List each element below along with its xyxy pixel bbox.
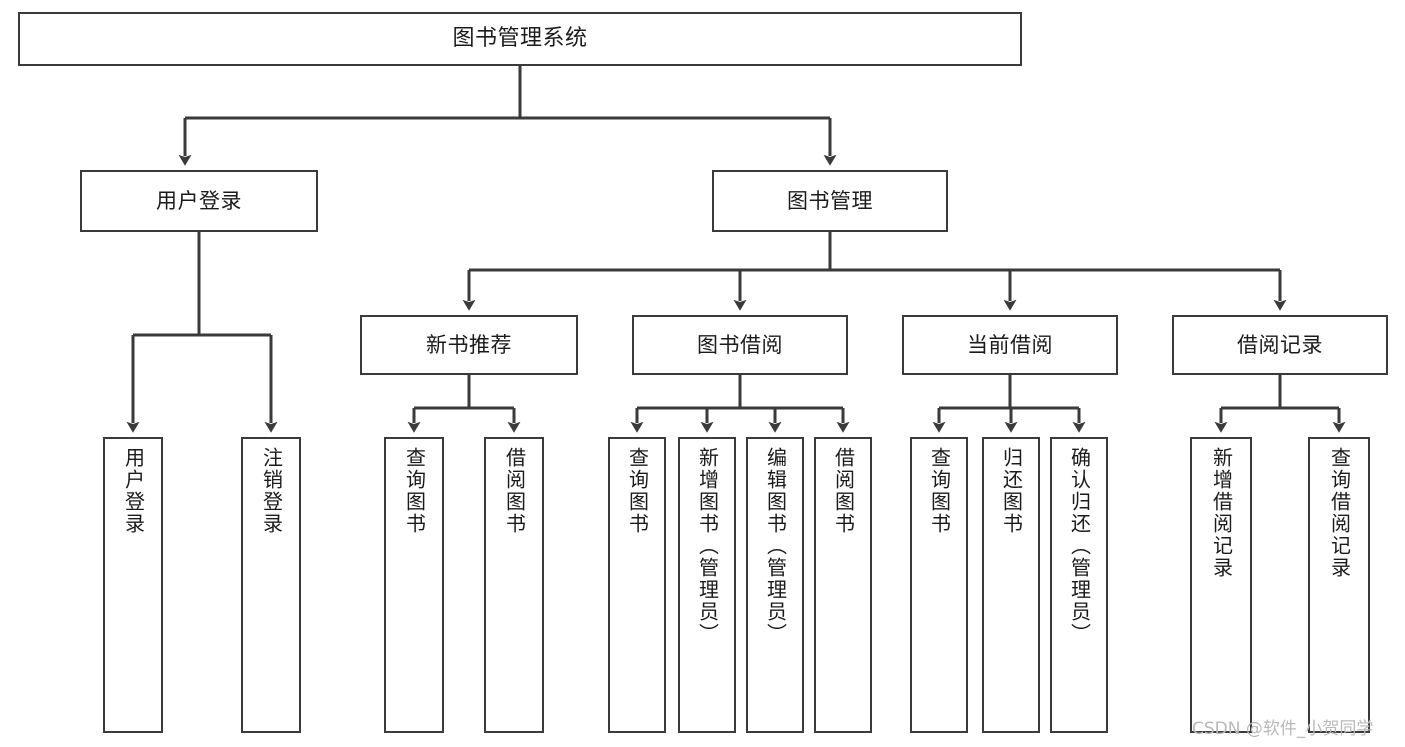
node-label: 归还图书: [999, 447, 1024, 535]
node-label: 当前借阅: [967, 332, 1053, 357]
leaf-query-book-borrow[interactable]: 查询图书: [608, 437, 666, 733]
node-label: 借阅图书: [831, 447, 856, 535]
leaf-edit-book-admin[interactable]: 编辑图书（管理员）: [746, 437, 804, 733]
node-label: 查询图书: [625, 447, 650, 535]
node-label: 查询借阅记录: [1327, 447, 1352, 579]
node-root-system[interactable]: 图书管理系统: [18, 12, 1022, 66]
node-book-management[interactable]: 图书管理: [712, 170, 948, 232]
node-label: 图书借阅: [697, 332, 783, 357]
node-label: 借阅记录: [1237, 332, 1323, 357]
leaf-return-book[interactable]: 归还图书: [982, 437, 1040, 733]
leaf-query-book-recommend[interactable]: 查询图书: [384, 437, 444, 733]
node-label: 查询图书: [927, 447, 952, 535]
node-book-borrow[interactable]: 图书借阅: [632, 315, 848, 375]
node-label: 新增图书（管理员）: [695, 447, 720, 645]
leaf-confirm-return-admin[interactable]: 确认归还（管理员）: [1050, 437, 1108, 733]
node-current-borrow[interactable]: 当前借阅: [902, 315, 1118, 375]
node-label: 新书推荐: [426, 332, 512, 357]
node-label: 确认归还（管理员）: [1067, 447, 1092, 645]
leaf-query-borrow-record[interactable]: 查询借阅记录: [1308, 437, 1370, 733]
leaf-user-login[interactable]: 用户登录: [103, 437, 163, 733]
node-label: 新增借阅记录: [1209, 447, 1234, 579]
node-new-book-recommend[interactable]: 新书推荐: [360, 315, 578, 375]
node-label: 查询图书: [402, 447, 427, 535]
node-label: 编辑图书（管理员）: [763, 447, 788, 645]
leaf-borrow-book[interactable]: 借阅图书: [814, 437, 872, 733]
leaf-add-borrow-record[interactable]: 新增借阅记录: [1190, 437, 1252, 733]
node-label: 借阅图书: [502, 447, 527, 535]
node-label: 注销登录: [259, 447, 284, 535]
node-label: 用户登录: [121, 447, 146, 535]
leaf-query-book-current[interactable]: 查询图书: [910, 437, 968, 733]
leaf-add-book-admin[interactable]: 新增图书（管理员）: [678, 437, 736, 733]
node-borrow-record[interactable]: 借阅记录: [1172, 315, 1388, 375]
leaf-borrow-book-recommend[interactable]: 借阅图书: [484, 437, 544, 733]
node-label: 用户登录: [156, 188, 242, 213]
node-user-login[interactable]: 用户登录: [80, 170, 318, 232]
csdn-watermark: CSDN @软件_小贺同学: [1192, 719, 1374, 739]
node-label: 图书管理系统: [452, 26, 588, 52]
node-label: 图书管理: [787, 188, 873, 213]
leaf-logout[interactable]: 注销登录: [241, 437, 301, 733]
